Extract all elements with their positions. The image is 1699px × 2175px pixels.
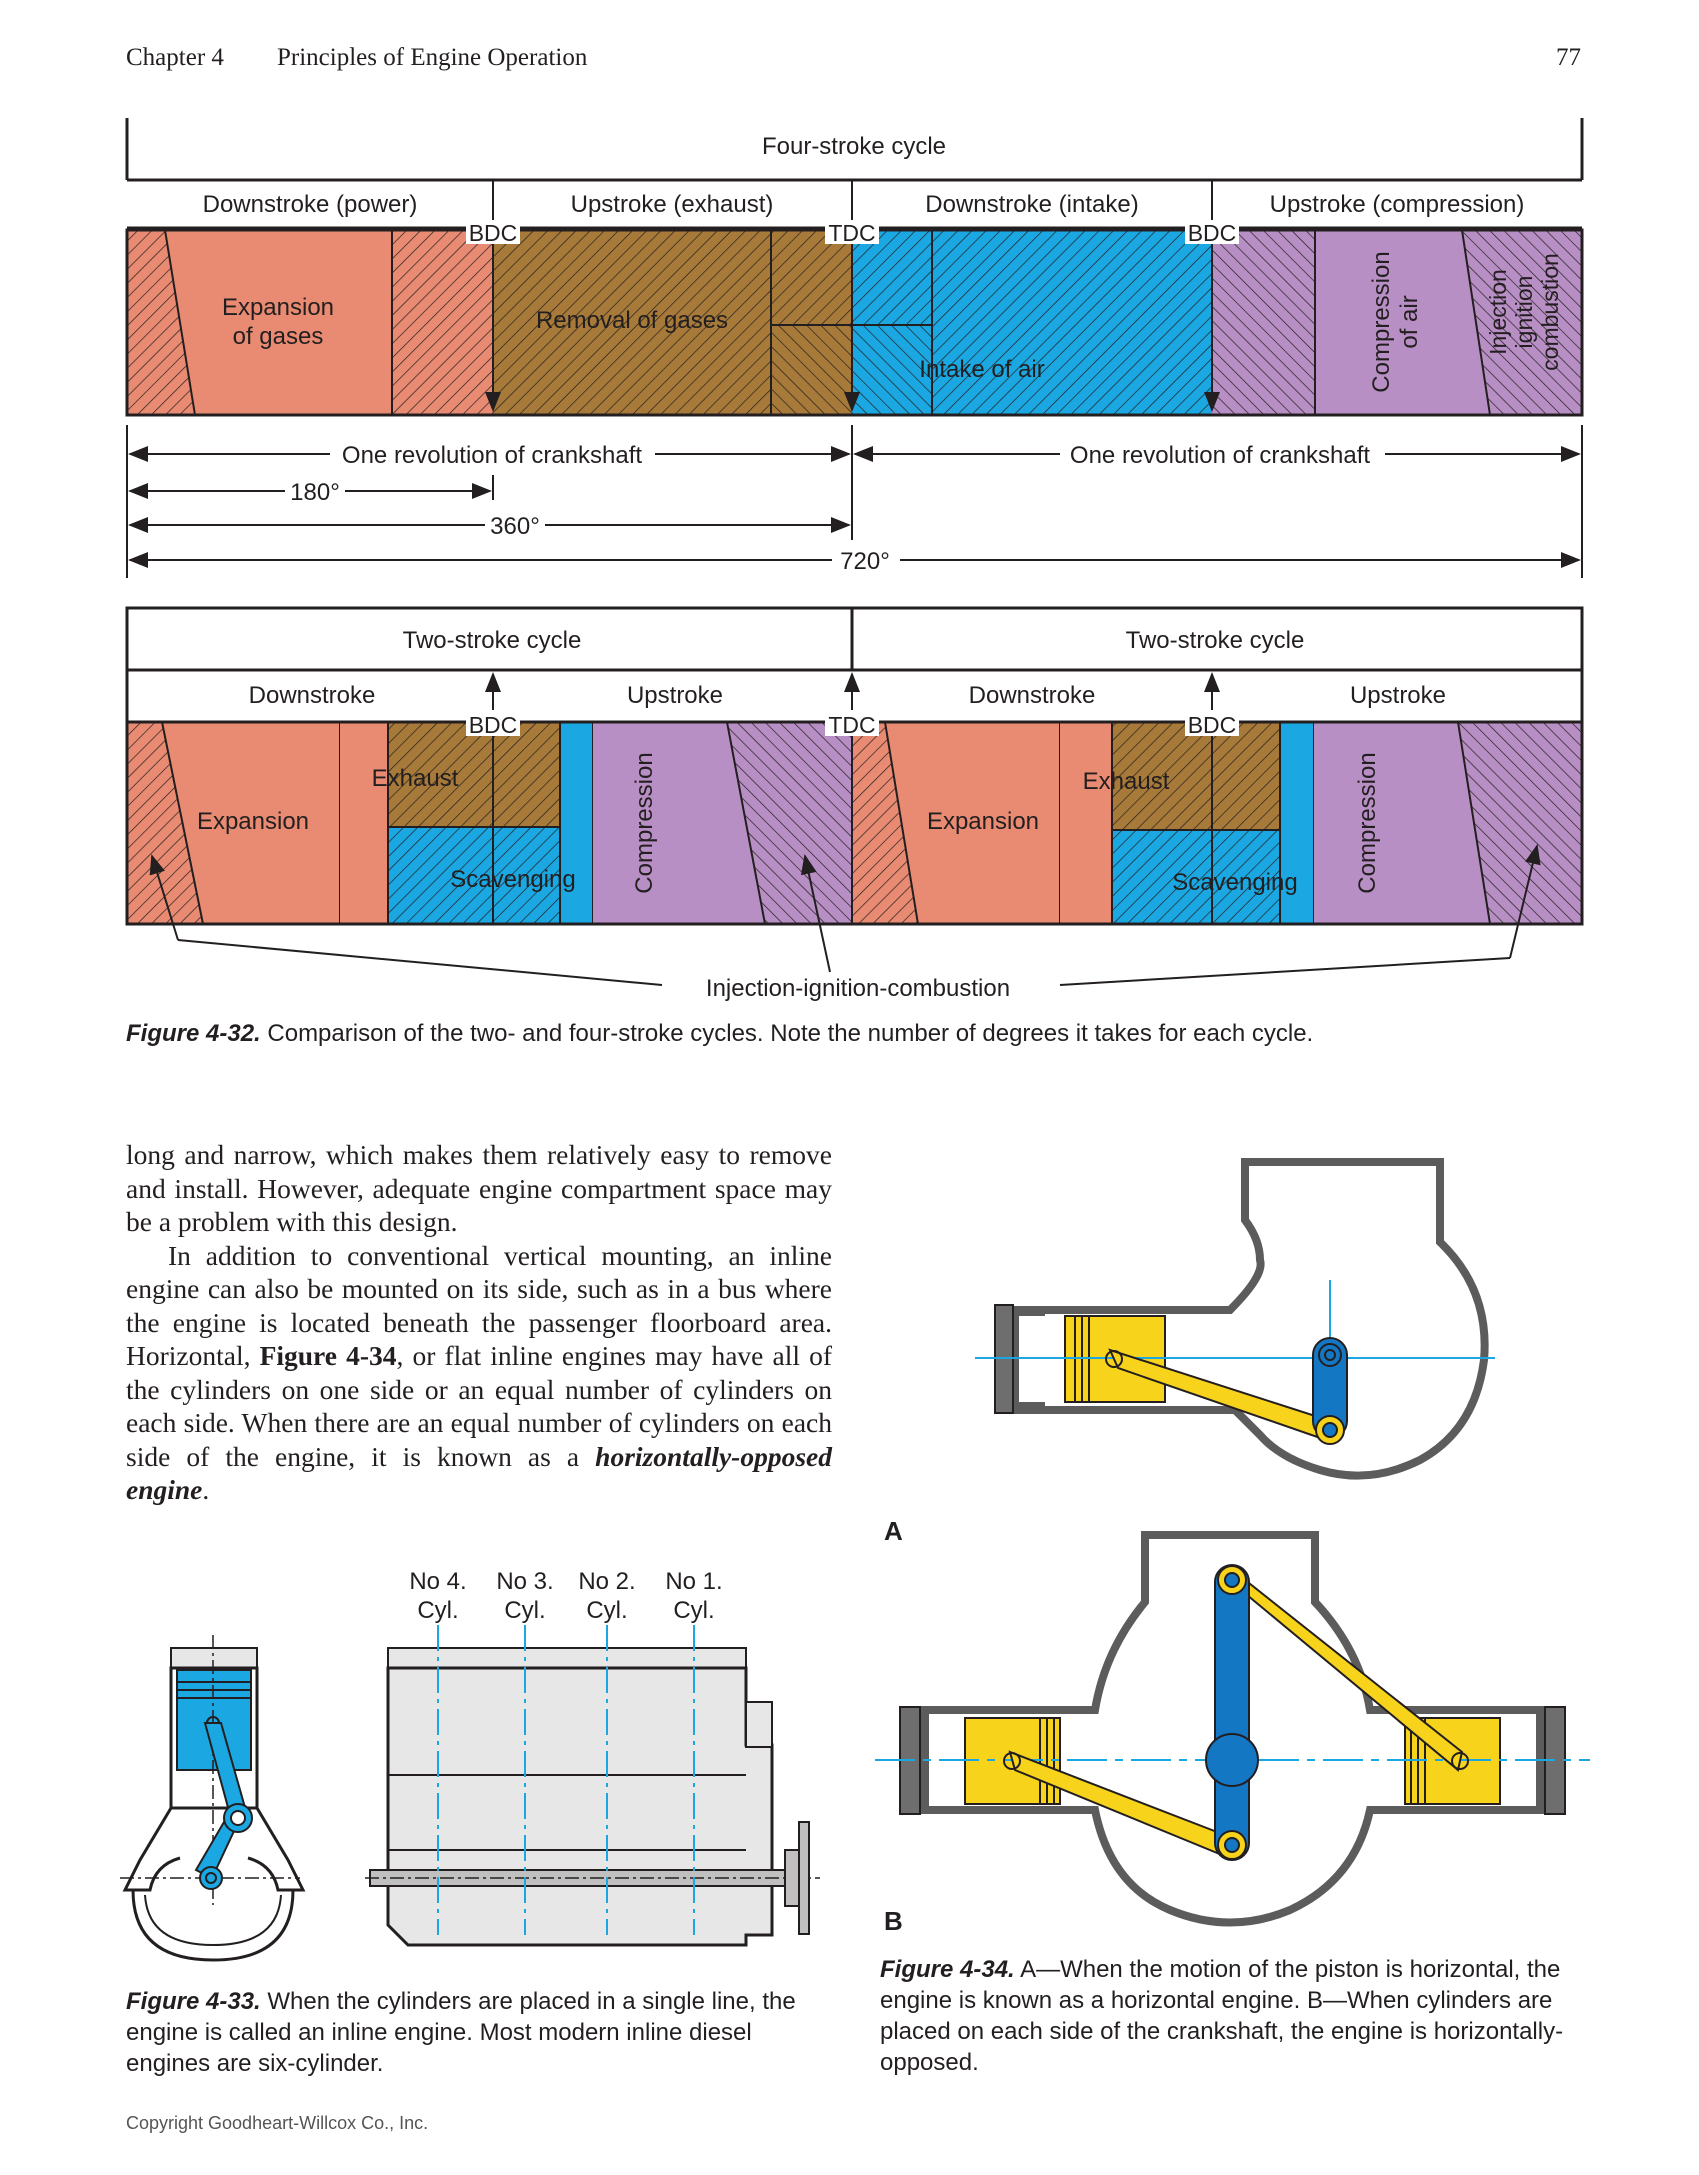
two-marker-bdc-2: BDC — [1188, 712, 1237, 738]
figure-reference: Figure 4-34 — [259, 1340, 397, 1371]
cyl-label-2-a: No 2. — [578, 1568, 635, 1595]
phase-intake: Downstroke (intake) — [925, 191, 1138, 218]
label-injection-3: combustion — [1537, 253, 1563, 371]
two-phase-down-1: Downstroke — [249, 682, 376, 709]
label-compression-two-2: Compression — [1354, 752, 1381, 893]
paragraph-2-b: , or flat inline engines may have all of… — [126, 1340, 832, 1472]
label-expansion-1: Expansion — [222, 294, 334, 321]
body-text: long and narrow, which makes them relati… — [126, 1138, 832, 1507]
label-compression-1: Compression — [1368, 251, 1395, 392]
paragraph-2: In addition to conventional vertical mou… — [126, 1239, 832, 1507]
caption-text: When the cylinders are placed in a singl… — [126, 1988, 796, 2077]
label-a: A — [884, 1516, 903, 1546]
cyl-label-1-a: No 1. — [665, 1568, 722, 1595]
label-injection-1: Injection — [1485, 269, 1511, 355]
horizontal-engine-diagram — [975, 1158, 1495, 1480]
label-exhaust-2: Exhaust — [1083, 768, 1170, 795]
figure-4-33: No 4. Cyl. No 3. Cyl. No 2. Cyl. No 1. C… — [120, 1568, 820, 1962]
caption-text: A—When the motion of the piston is horiz… — [880, 1956, 1564, 2076]
two-marker-bdc-1: BDC — [469, 712, 518, 738]
two-stroke-title-1: Two-stroke cycle — [403, 627, 582, 654]
horizontally-opposed-engine-diagram — [875, 1531, 1590, 1927]
figure-4-32-caption: Figure 4-32. Comparison of the two- and … — [126, 1018, 1586, 1049]
label-injection-2: ignition — [1511, 276, 1537, 349]
two-stroke-title-2: Two-stroke cycle — [1126, 627, 1305, 654]
cyl-label-1-b: Cyl. — [673, 1597, 714, 1624]
four-stroke-title: Four-stroke cycle — [762, 133, 946, 160]
phase-compression: Upstroke (compression) — [1270, 191, 1525, 218]
key-term: horizontally-opposed engine — [126, 1440, 832, 1506]
label-expansion-two-1: Expansion — [197, 808, 309, 835]
two-phase-up-1: Upstroke — [627, 682, 723, 709]
caption-text: Comparison of the two- and four-stroke c… — [260, 1020, 1314, 1047]
cyl-label-3-a: No 3. — [496, 1568, 553, 1595]
page-number: 77 — [1556, 44, 1581, 71]
deg-720: 720° — [840, 548, 890, 575]
marker-bdc-2: BDC — [1188, 220, 1237, 246]
phase-power: Downstroke (power) — [203, 191, 418, 218]
marker-bdc-1: BDC — [469, 220, 518, 246]
two-phase-up-2: Upstroke — [1350, 682, 1446, 709]
label-scavenging-2: Scavenging — [1172, 869, 1297, 896]
running-header-title: Principles of Engine Operation — [277, 44, 588, 71]
four-stroke-band — [125, 228, 1584, 417]
label-compression-2: of air — [1396, 295, 1423, 348]
deg-180: 180° — [290, 479, 340, 506]
cyl-label-2-b: Cyl. — [586, 1597, 627, 1624]
caption-label: Figure 4-34. — [880, 1956, 1015, 1983]
caption-label: Figure 4-32. — [126, 1020, 261, 1047]
label-removal: Removal of gases — [536, 307, 728, 334]
label-scavenging-1: Scavenging — [450, 866, 575, 893]
phase-exhaust: Upstroke (exhaust) — [571, 191, 774, 218]
two-phase-down-2: Downstroke — [969, 682, 1096, 709]
copyright: Copyright Goodheart-Willcox Co., Inc. — [126, 2113, 429, 2133]
two-stroke-band-1 — [127, 721, 852, 925]
two-stroke-band-2 — [852, 721, 1582, 925]
inline-engine-side-view — [365, 1625, 820, 1947]
label-expansion-two-2: Expansion — [927, 808, 1039, 835]
cyl-label-3-b: Cyl. — [504, 1597, 545, 1624]
paragraph-1: long and narrow, which makes them relati… — [126, 1139, 832, 1237]
paragraph-2-end: . — [202, 1474, 210, 1505]
paragraph-2-a: In addition to conventional vertical mou… — [126, 1239, 832, 1372]
label-exhaust-1: Exhaust — [372, 765, 459, 792]
label-intake: Intake of air — [919, 356, 1044, 383]
rev-label-1: One revolution of crankshaft — [342, 442, 642, 469]
cyl-label-4-a: No 4. — [409, 1568, 466, 1595]
figure-4-34-caption: Figure 4-34. A—When the motion of the pi… — [880, 1954, 1580, 2078]
figure-4-32: Four-stroke cycle Downstroke (power) Ups… — [125, 118, 1584, 1002]
label-expansion-2: of gases — [233, 323, 324, 350]
figure-4-33-caption: Figure 4-33. When the cylinders are plac… — [126, 1986, 841, 2079]
injection-label: Injection-ignition-combustion — [706, 975, 1010, 1002]
figure-4-34: A B — [875, 1158, 1590, 1936]
label-b: B — [884, 1906, 903, 1936]
cyl-label-4-b: Cyl. — [417, 1597, 458, 1624]
deg-360: 360° — [490, 513, 540, 540]
inline-engine-end-view — [120, 1635, 306, 1962]
caption-label: Figure 4-33. — [126, 1988, 261, 2015]
label-compression-two-1: Compression — [631, 752, 658, 893]
running-header-chapter: Chapter 4 — [126, 44, 224, 71]
rev-label-2: One revolution of crankshaft — [1070, 442, 1370, 469]
two-marker-tdc: TDC — [828, 712, 875, 738]
marker-tdc: TDC — [828, 220, 875, 246]
